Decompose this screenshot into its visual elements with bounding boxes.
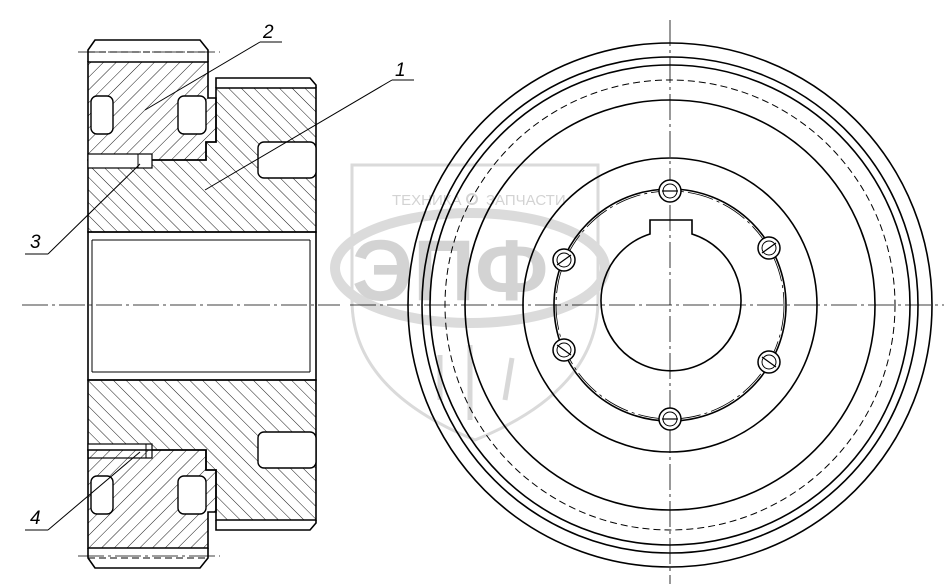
callout-4-label: 4 [30,508,41,529]
watermark-gear-icon [466,193,478,205]
callout-1-label: 1 [395,60,406,81]
pitch-circle [444,79,896,531]
watermark-top-text-2: ЗАПЧАСТИ [486,192,566,209]
ring-slot-bottom-right [177,475,207,515]
part-2-rim-top [87,39,209,62]
ring-slot-bottom-left [90,475,114,515]
hub-bore [87,231,317,381]
watermark-top-text: ТЕХНИКА [392,192,462,209]
set-screw-3 [87,153,153,169]
part-1-flange-top [215,77,317,88]
callout-4: 4 [25,451,141,531]
watermark-logo-text: ЭПФ [352,223,548,319]
callout-2: 2 [144,22,282,111]
part-1-flange-bottom [215,520,317,531]
ring-slot-top-right [177,95,207,135]
outer-rim-circle [407,42,933,568]
ring-slot-top-left [90,95,114,135]
screw-head-5 [552,338,576,362]
hub-slot-bottom [257,431,317,469]
screw-head-2 [757,236,781,260]
callout-1: 1 [204,60,414,191]
callout-3-label: 3 [30,232,41,253]
watermark-oval [330,208,610,328]
flange-circle [522,157,818,453]
part-2-ring-bottom [87,449,217,549]
hub-slot-top [257,141,317,179]
screw-head-3 [757,350,781,374]
screw-head-6 [552,248,576,272]
screw-head-4 [658,407,682,431]
watermark-shield-icon [350,163,600,442]
watermark: ТЕХНИКА ЗАПЧАСТИ ЭПФ [330,163,610,442]
callout-2-label: 2 [262,22,274,43]
screw-head-1 [658,179,682,203]
ring-inner-circle [464,99,876,511]
section-view [22,39,340,569]
keyed-bore [600,219,742,372]
end-view [350,20,944,584]
rim-inner-circle [421,56,919,554]
callout-3: 3 [25,163,141,255]
